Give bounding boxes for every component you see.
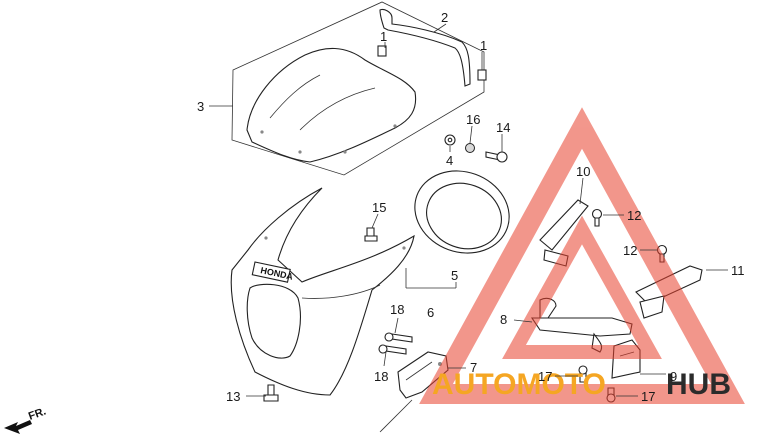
- bracket-fold: [405, 361, 433, 381]
- callout-label: 12: [623, 243, 637, 258]
- bolt-head: [378, 344, 388, 354]
- watermark-text-hub: HUB: [666, 368, 731, 401]
- windscreen-hole: [393, 124, 397, 128]
- screw-head: [591, 208, 603, 220]
- windscreen-group-frame: [231, 1, 485, 176]
- bolt-shank: [391, 333, 413, 343]
- bolt-head: [263, 394, 279, 402]
- callout-label: 8: [500, 312, 507, 327]
- callout-label: 3: [197, 99, 204, 114]
- callout-label: 5: [451, 268, 458, 283]
- headlight-rim: [414, 170, 510, 254]
- callout-label: 6: [427, 305, 434, 320]
- screw-head: [578, 365, 588, 375]
- callout-label: 13: [226, 389, 240, 404]
- windscreen-group: [231, 1, 487, 176]
- leader-line: [383, 351, 387, 367]
- bolt-head: [384, 332, 394, 342]
- watermark-inner-triangle: [502, 215, 662, 359]
- callout-label: 9: [670, 369, 677, 384]
- callout-labels: 1 2 1 3 16 14 4 10 12 15 12 11 5 6 18 8 …: [197, 10, 745, 404]
- leader-line: [371, 213, 379, 229]
- callout-label: 10: [576, 164, 590, 179]
- callout-label: 7: [470, 360, 477, 375]
- well-nut: [465, 143, 475, 153]
- watermark-text-automoto: AUTOMOTO: [432, 368, 606, 401]
- callout-label: 14: [496, 120, 510, 135]
- windscreen-hole: [298, 150, 302, 154]
- bolt-head: [364, 235, 378, 242]
- rubber-grommet: [477, 69, 487, 81]
- front-arrow-icon: [4, 420, 32, 434]
- stay-bracket-tab: [639, 295, 665, 319]
- windscreen-reflection-2: [299, 87, 376, 131]
- front-direction-indicator: FR.: [4, 405, 48, 434]
- callout-label: 17: [641, 389, 655, 404]
- leader-line: [394, 317, 399, 334]
- callout-label: 17: [538, 369, 552, 384]
- callout-label: 18: [374, 369, 388, 384]
- rubber-grommet: [377, 45, 387, 57]
- upper-cowl: HONDA: [230, 187, 415, 396]
- windscreen-hole: [343, 150, 347, 154]
- callout-label: 1: [480, 38, 487, 53]
- windscreen-trim-strip: [379, 8, 471, 87]
- screw-head: [496, 151, 508, 163]
- callout-label: 15: [372, 200, 386, 215]
- washer-hole: [447, 137, 453, 143]
- cowl-stay: [530, 317, 633, 337]
- bolt-13: [263, 384, 279, 402]
- bolt-shank: [267, 384, 275, 397]
- screw-shank: [594, 217, 600, 227]
- cowl-hole: [264, 236, 268, 240]
- headlight-rim-inner: [426, 182, 502, 250]
- callout-label: 4: [446, 153, 453, 168]
- callout-label: 2: [441, 10, 448, 25]
- leader-line: [513, 319, 533, 323]
- cowl-hole: [402, 246, 406, 250]
- leader-line: [433, 23, 447, 33]
- bolt-shank: [385, 345, 407, 355]
- watermark-triangle: [419, 107, 745, 404]
- leader-lines: [209, 23, 728, 433]
- mount-bracket: [539, 199, 589, 251]
- leader-line: [579, 177, 584, 205]
- fastener-group-top: [444, 134, 508, 163]
- leader-line: [379, 399, 413, 433]
- bolts-18: [378, 332, 413, 355]
- windscreen-reflection-1: [269, 74, 321, 119]
- front-label: FR.: [27, 405, 48, 422]
- cowl-headlight-opening: [246, 283, 301, 359]
- callout-label: 11: [731, 263, 745, 278]
- callout-label: 1: [380, 29, 387, 44]
- callout-label: 12: [627, 208, 641, 223]
- windscreen-hole: [260, 130, 264, 134]
- bolt-15: [364, 227, 378, 242]
- callout-label: 16: [466, 112, 480, 127]
- honda-emblem: [251, 261, 291, 283]
- watermark-logo: [419, 107, 745, 404]
- cowl-contour: [301, 284, 381, 299]
- callout-label: 18: [390, 302, 404, 317]
- leader-line: [469, 125, 473, 144]
